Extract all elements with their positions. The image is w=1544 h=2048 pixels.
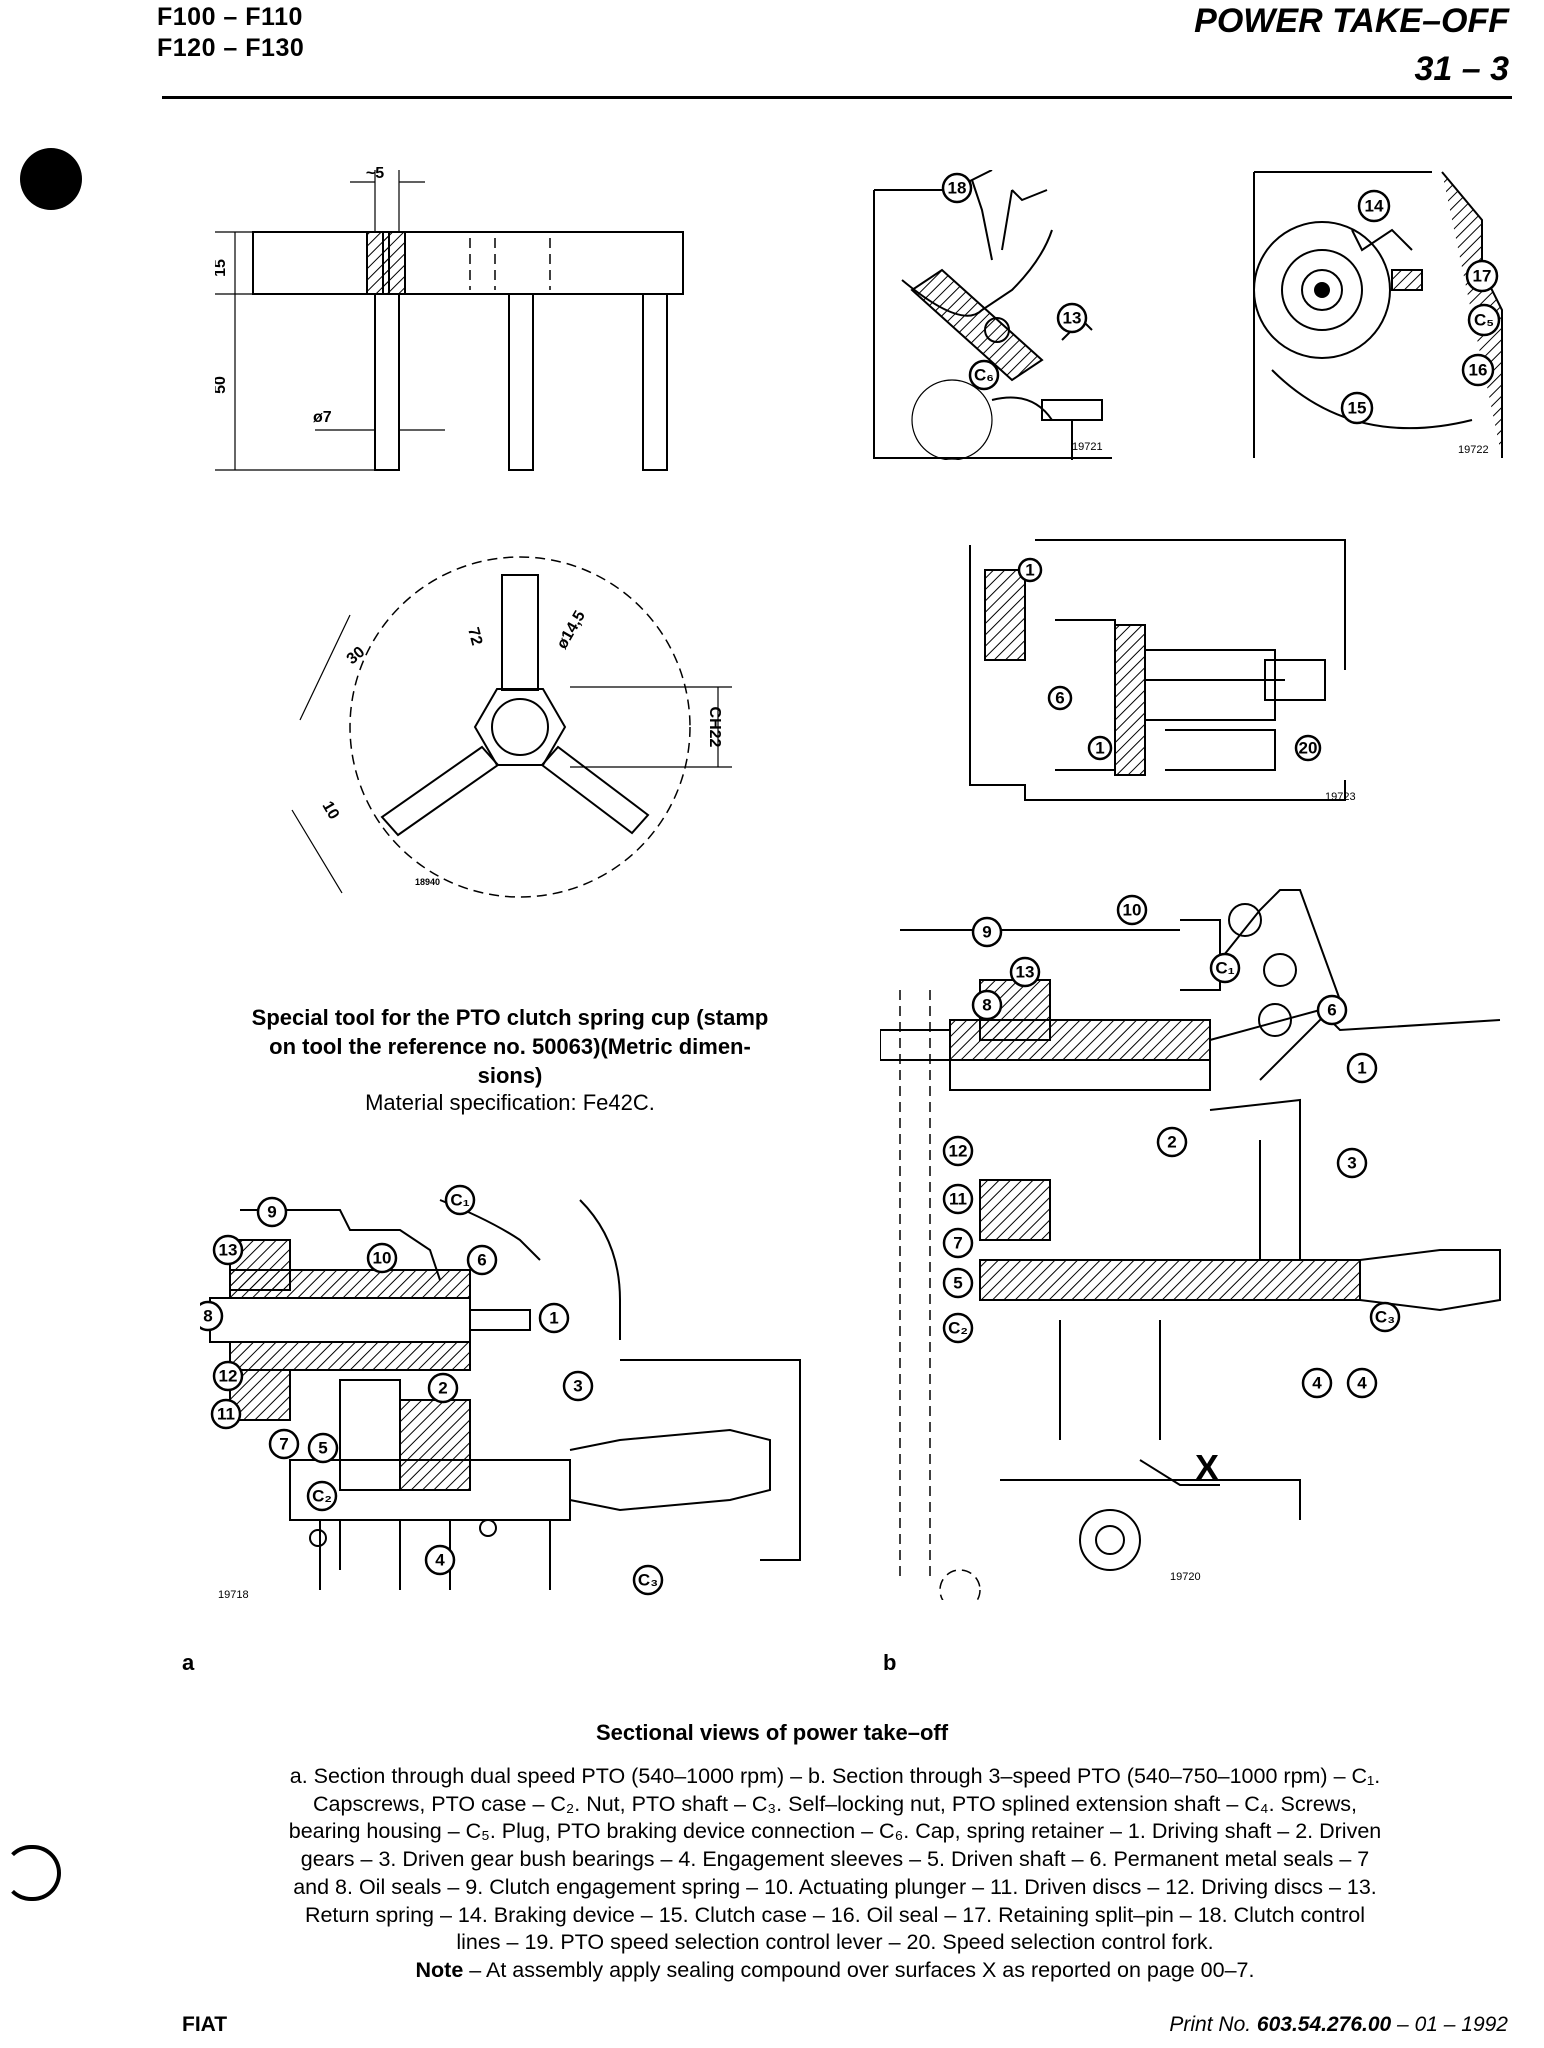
svg-text:C₃: C₃: [1375, 1308, 1395, 1327]
svg-text:5: 5: [318, 1439, 327, 1458]
binder-hole-outline: [3, 1845, 61, 1901]
ref-18940: 18940: [415, 877, 440, 887]
ref-19721: 19721: [1072, 441, 1103, 453]
figure-caption-title: Sectional views of power take–off: [595, 1720, 949, 1745]
svg-text:3: 3: [573, 1377, 582, 1396]
svg-text:C₅: C₅: [1474, 311, 1494, 330]
figure-19723-speed-fork: 1 6 1 20 19723: [969, 539, 1356, 803]
svg-text:20: 20: [1299, 739, 1318, 758]
tool-top-view-drawing: 30 72 ø14,5 CH22 10 18940: [291, 556, 732, 898]
svg-text:13: 13: [219, 1241, 238, 1260]
caption-line: Capscrews, PTO case – C₂. Nut, PTO shaft…: [313, 1791, 1357, 1816]
svg-text:1: 1: [1025, 561, 1034, 580]
svg-text:C₂: C₂: [948, 1319, 968, 1338]
section-title: POWER TAKE–OFF: [1194, 2, 1509, 40]
svg-text:2: 2: [1167, 1133, 1176, 1152]
svg-text:5: 5: [953, 1274, 962, 1293]
note-label: Note: [415, 1957, 464, 1982]
dim-10-label: 10: [319, 799, 343, 823]
header-rule: [162, 96, 1512, 99]
svg-text:3: 3: [1347, 1154, 1356, 1173]
ref-19722: 19722: [1458, 444, 1489, 456]
svg-text:11: 11: [949, 1190, 967, 1209]
figure-19722-braking-device: 14 17 C₅ 16 15 19722: [1253, 171, 1503, 458]
caption-line: and 8. Oil seals – 9. Clutch engagement …: [293, 1874, 1377, 1899]
caption-line: a. Section through dual speed PTO (540–1…: [289, 1764, 1381, 1788]
svg-text:12: 12: [949, 1142, 968, 1161]
svg-text:12: 12: [219, 1367, 238, 1386]
svg-text:4: 4: [1312, 1374, 1322, 1393]
tool-caption-line2: on tool the reference no. 50063)(Metric …: [269, 1034, 751, 1059]
figure-b-three-speed-pto: 9 13 10 C₁ 8 6 1 2 3 12 11 7 5 C₂ C₃ 4 4…: [880, 889, 1501, 1600]
ref-19720: 19720: [1170, 1571, 1201, 1583]
tool-caption-line3: sions): [477, 1063, 543, 1088]
surface-x-label: X: [1195, 1447, 1219, 1488]
dim-ch22-label: CH22: [706, 707, 723, 748]
caption-note: Note – At assembly apply sealing compoun…: [150, 1957, 1520, 1985]
svg-text:1: 1: [1095, 739, 1104, 758]
caption-line: bearing housing – C₅. Plug, PTO braking …: [288, 1819, 1382, 1844]
svg-text:C₂: C₂: [312, 1487, 332, 1506]
dim-dia145-label: ø14,5: [554, 608, 589, 652]
dim-5-label: ~5: [366, 165, 384, 182]
svg-text:8: 8: [982, 996, 991, 1015]
svg-text:10: 10: [373, 1249, 392, 1268]
ref-19723: 19723: [1325, 791, 1356, 803]
svg-text:2: 2: [438, 1379, 447, 1398]
svg-text:C₁: C₁: [450, 1191, 469, 1210]
svg-text:1: 1: [1357, 1059, 1366, 1078]
svg-text:6: 6: [477, 1251, 486, 1270]
svg-text:7: 7: [279, 1435, 288, 1454]
dim-15-label: 15: [215, 259, 229, 277]
svg-text:17: 17: [1473, 267, 1492, 286]
svg-text:6: 6: [1327, 1001, 1336, 1020]
tool-material-spec: Material specification: Fe42C.: [365, 1090, 655, 1115]
caption-line: Return spring – 14. Braking device – 15.…: [304, 1902, 1366, 1927]
figure-a-dual-speed-pto: 9 C₁ 13 10 6 8 1 12 2 3 11 7 5 C₂ 4 C₃ 1…: [200, 1184, 801, 1600]
svg-text:13: 13: [1016, 963, 1035, 982]
figure-label-b: b: [883, 1650, 897, 1675]
svg-text:C₆: C₆: [974, 366, 994, 385]
svg-text:4: 4: [435, 1551, 445, 1570]
caption-line: lines – 19. PTO speed selection control …: [456, 1930, 1214, 1955]
svg-text:10: 10: [1123, 901, 1142, 920]
svg-text:13: 13: [1063, 309, 1082, 328]
svg-text:C₃: C₃: [638, 1571, 658, 1590]
model-range-1: F100 – F110: [157, 3, 303, 31]
svg-text:8: 8: [203, 1307, 212, 1326]
dim-50-label: 50: [215, 376, 229, 394]
dim-30-label: 30: [344, 644, 369, 669]
page-number: 31 – 3: [1414, 50, 1509, 88]
dim-72-label: 72: [464, 626, 485, 648]
svg-text:1: 1: [549, 1309, 558, 1328]
svg-text:14: 14: [1365, 197, 1384, 216]
dim-dia7-label: ø7: [313, 409, 332, 426]
svg-text:11: 11: [217, 1405, 235, 1424]
tool-caption-line1: Special tool for the PTO clutch spring c…: [251, 1005, 769, 1030]
model-range-2: F120 – F130: [157, 34, 305, 62]
svg-text:4: 4: [1357, 1374, 1367, 1393]
svg-text:9: 9: [267, 1203, 276, 1222]
svg-text:6: 6: [1055, 689, 1064, 708]
figure-caption-body: a. Section through dual speed PTO (540–1…: [150, 1763, 1520, 1985]
footer-brand: FIAT: [182, 2013, 228, 2036]
ref-19718: 19718: [218, 1589, 249, 1600]
caption-line: gears – 3. Driven gear bush bearings – 4…: [300, 1847, 1370, 1872]
note-text: – At assembly apply sealing compound ove…: [463, 1957, 1255, 1982]
figure-label-a: a: [182, 1650, 195, 1675]
binder-hole-filled: [20, 148, 82, 210]
svg-text:15: 15: [1348, 399, 1367, 418]
svg-text:C₁: C₁: [1215, 959, 1234, 978]
svg-text:16: 16: [1469, 361, 1488, 380]
figure-19721-clutch-lines: 18 13 C₆ 19721: [873, 170, 1130, 460]
tool-side-view-drawing: ~5 15 50 ø7: [215, 165, 684, 471]
svg-text:18: 18: [948, 179, 967, 198]
svg-text:7: 7: [953, 1234, 962, 1253]
footer-print-number: Print No. 603.54.276.00 – 01 – 1992: [1169, 2013, 1508, 2036]
svg-text:9: 9: [982, 923, 991, 942]
tool-caption: Special tool for the PTO clutch spring c…: [180, 1003, 840, 1116]
